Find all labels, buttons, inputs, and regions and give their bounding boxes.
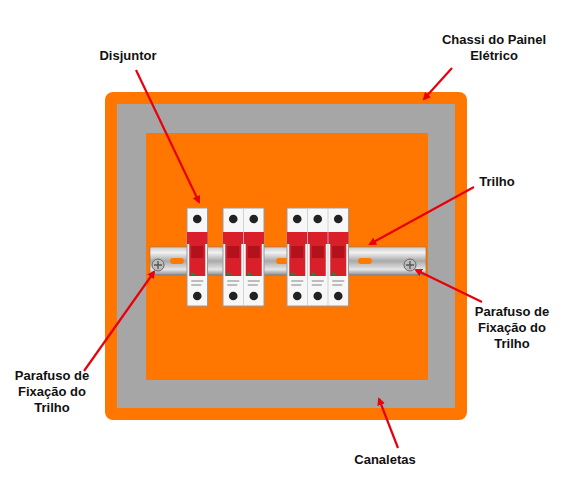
callout-label: Chassi do Painel Elétrico	[440, 32, 548, 64]
mounting-plate	[146, 133, 428, 380]
breaker-part	[193, 292, 202, 301]
breaker-part	[312, 285, 322, 286]
breaker-part	[312, 281, 324, 282]
callout-label: Parafuso de Fixação do Trilho	[12, 368, 92, 416]
breaker-part	[191, 281, 203, 282]
breaker-part	[332, 285, 342, 286]
breaker-part	[332, 272, 337, 276]
breaker-part	[334, 215, 343, 224]
callout-label: Parafuso de Fixação do Trilho	[472, 304, 552, 352]
breaker-body	[287, 208, 349, 306]
breaker-part	[227, 285, 237, 286]
breakers	[187, 208, 349, 306]
breaker-part	[310, 244, 326, 276]
breaker-part	[289, 244, 305, 276]
chassis	[105, 92, 467, 420]
breaker-part	[287, 232, 349, 244]
breaker-part	[243, 208, 244, 306]
breaker-part	[313, 215, 322, 224]
breaker-part	[330, 244, 346, 276]
breaker-part	[332, 281, 344, 282]
breaker-part	[227, 272, 232, 276]
breaker-part	[291, 285, 301, 286]
breaker-part	[334, 292, 343, 301]
breaker-part	[307, 208, 308, 306]
breaker-part	[248, 272, 253, 276]
breaker-part	[229, 215, 238, 224]
breaker-part	[225, 244, 241, 276]
callout-label: Canaletas	[350, 452, 420, 468]
breaker-part	[291, 246, 303, 258]
breaker-part	[189, 244, 205, 276]
breaker-part	[227, 281, 239, 282]
breaker-part	[312, 246, 324, 258]
breaker-body	[187, 208, 208, 306]
breaker-part	[248, 246, 260, 258]
breaker-part	[328, 208, 329, 306]
breaker-part	[248, 285, 258, 286]
breaker-part	[291, 272, 296, 276]
breaker-part	[229, 292, 238, 301]
breaker-part	[293, 215, 302, 224]
breaker-part	[191, 246, 203, 258]
breaker-part	[291, 281, 303, 282]
breaker-part	[312, 272, 317, 276]
breaker-part	[193, 215, 202, 224]
callout-label: Trilho	[472, 174, 522, 190]
breaker-part	[248, 281, 260, 282]
breaker-part	[246, 244, 262, 276]
leader-lines	[84, 68, 482, 448]
breaker-part	[332, 246, 344, 258]
breaker-part	[293, 292, 302, 301]
breaker-part	[191, 272, 196, 276]
callout-label: Disjuntor	[93, 48, 163, 64]
breaker-part	[191, 285, 201, 286]
breaker-part	[249, 292, 258, 301]
breaker-part	[313, 292, 322, 301]
cable-duct	[117, 104, 455, 408]
breaker-part	[227, 246, 239, 258]
breaker-part	[249, 215, 258, 224]
breaker-body	[223, 208, 264, 306]
breaker-part	[187, 232, 208, 244]
